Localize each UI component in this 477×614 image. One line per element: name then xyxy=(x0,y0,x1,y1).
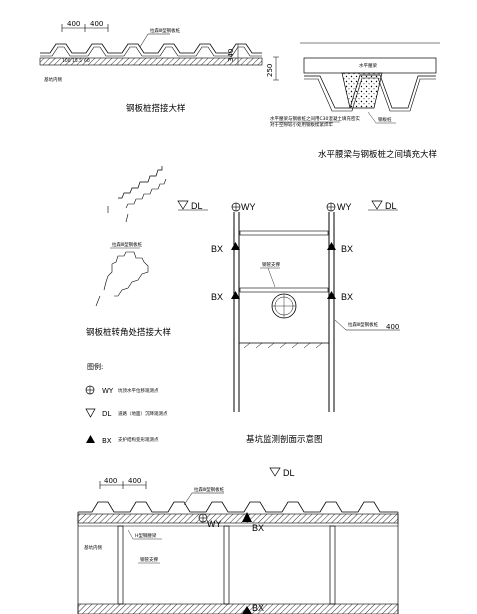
bx-label-2: BX xyxy=(341,244,353,254)
bx-label-3: BX xyxy=(211,292,223,302)
detail-sheetpile-lap: 400 400 拉森Ⅲ型钢板桩 100 15.5 60 340 基坑内侧 钢板桩… xyxy=(39,20,263,114)
triangle-down-icon xyxy=(85,408,96,418)
dim-100: 100 xyxy=(62,58,71,64)
dl-label: DL xyxy=(283,468,295,478)
note-corner-pile: 拉森Ⅲ型钢板桩 xyxy=(112,241,143,248)
plan-bx-bottom-label: BX xyxy=(252,603,264,613)
bx-marker-icon xyxy=(327,242,336,250)
detail-corner: 拉森Ⅲ型钢板桩 钢板桩转角处搭接大样 xyxy=(86,166,172,338)
caption-waist-fill: 水平腰梁与钢板桩之间填充大样 xyxy=(318,149,438,160)
caption-section: 基坑监测剖面示意图 xyxy=(246,434,323,445)
label-h-beam: H型钢腰梁 xyxy=(135,532,157,539)
plan-bx-bottom-icon xyxy=(242,606,252,614)
caption-corner: 钢板桩转角处搭接大样 xyxy=(86,327,172,338)
bx-marker-icon xyxy=(231,291,240,299)
plan-dim-400-left: 400 xyxy=(104,477,117,485)
dim-250: 250 xyxy=(266,64,274,77)
bx-marker-icon xyxy=(231,242,240,250)
section-monitor: DL WY WY DL 钢管支撑 BX BX BX xyxy=(177,200,400,445)
legend-dl-desc: 道路（地面）沉降观测点 xyxy=(118,410,168,417)
dim-15-5: 15.5 xyxy=(72,58,82,64)
bx-label-1: BX xyxy=(211,244,223,254)
note-fill-line2: 对于空隙较小处用钢板楔紧焊牢 xyxy=(270,121,333,128)
legend-bx-symbol: BX xyxy=(102,437,112,445)
legend-wy-symbol: WY xyxy=(102,387,114,395)
label-pit-inner: 基坑内侧 xyxy=(44,76,62,83)
label-pile-type: 拉森Ⅲ型钢板桩 xyxy=(348,321,379,328)
dl-left-icon xyxy=(177,200,189,210)
plan-note-pile: 拉森Ⅲ型钢板桩 xyxy=(194,486,225,493)
legend-dl-symbol: DL xyxy=(102,410,111,418)
label-sheet-pile: 钢板桩 xyxy=(378,116,392,123)
plan-dim-400-right: 400 xyxy=(128,477,141,485)
dim-400-right: 400 xyxy=(90,20,103,28)
dim-400-left: 400 xyxy=(67,20,80,28)
dim-pile-400: 400 xyxy=(386,323,399,331)
wy-left-label: WY xyxy=(241,202,256,212)
legend-bx-desc: 支护结构变形观测点 xyxy=(118,436,159,443)
note-pile-type: 拉森Ⅲ型钢板桩 xyxy=(150,27,181,34)
caption-sheetpile-lap: 钢板桩搭接大样 xyxy=(126,103,186,114)
dim-60: 60 xyxy=(84,58,90,64)
dl-right-label: DL xyxy=(385,201,397,211)
legend-wy-desc: 坑顶水平位移观测点 xyxy=(118,387,159,394)
label-plan-strut: 钢管支撑 xyxy=(140,556,158,563)
label-steel-strut: 钢管支撑 xyxy=(262,261,280,268)
note-fill-line1: 水平腰梁与钢板桩之间用C30混凝土填充密实 xyxy=(270,115,360,122)
bx-label-4: BX xyxy=(341,292,353,302)
dl-icon xyxy=(269,467,281,477)
legend: 图例: WY 坑顶水平位移观测点 DL 道路（地面）沉降观测点 BX 支护结构变… xyxy=(85,362,168,445)
plan-bottom: DL 400 400 拉森Ⅲ型钢板桩 WY BX H型钢腰梁 钢管支撑 xyxy=(77,467,399,614)
triangle-up-filled-icon xyxy=(86,435,95,443)
dl-right-icon xyxy=(371,200,383,210)
label-plan-pit-inner: 基坑内侧 xyxy=(84,544,102,551)
wy-right-label: WY xyxy=(337,202,352,212)
dl-left-label: DL xyxy=(191,201,203,211)
bx-marker-icon xyxy=(327,291,336,299)
dim-340: 340 xyxy=(227,49,235,62)
label-waist-beam: 水平腰梁 xyxy=(359,62,377,69)
plan-bx-top-label: BX xyxy=(252,523,264,533)
detail-waist-fill: 水平腰梁 250 水平腰梁与钢板桩之间用C30混凝土填充密实 对于空隙较小处用钢… xyxy=(266,42,440,160)
legend-title: 图例: xyxy=(87,362,103,371)
plan-bx-icon xyxy=(242,512,252,522)
plan-wy-label: WY xyxy=(207,519,222,529)
